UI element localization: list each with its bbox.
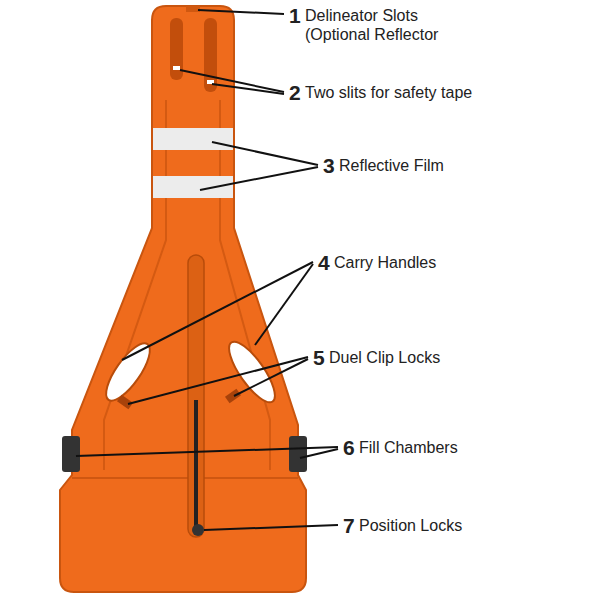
part-label: Fill Chambers	[359, 438, 458, 457]
callout-number: 4	[318, 250, 330, 275]
part-label: Position Locks	[359, 516, 462, 535]
callout-number: 7	[343, 513, 355, 538]
clip-lock	[225, 389, 241, 404]
callout-number: 3	[323, 153, 335, 178]
part-label: Duel Clip Locks	[329, 348, 440, 367]
callout-number: 1	[289, 3, 301, 28]
leader-lines	[76, 10, 338, 530]
callout-number: 5	[313, 345, 325, 370]
part-label: Two slits for safety tape	[305, 83, 472, 102]
reflective-film	[153, 176, 233, 198]
top-notch	[186, 6, 200, 12]
center-channel	[188, 255, 204, 537]
inner-panel	[104, 100, 270, 470]
part-label: Delineator Slots (Optional Reflector	[305, 6, 470, 44]
reflective-film	[153, 128, 233, 150]
tape-slit	[173, 66, 180, 70]
delineator-slot	[204, 18, 217, 92]
position-lock	[194, 400, 198, 528]
clip-lock	[117, 395, 133, 410]
callout-number: 6	[343, 435, 355, 460]
base-line	[72, 477, 298, 479]
barrier-body	[60, 6, 306, 592]
fill-chamber-cap	[289, 436, 307, 472]
position-lock-knob	[192, 524, 204, 536]
part-label: Carry Handles	[334, 253, 436, 272]
callout-number: 2	[289, 80, 301, 105]
fill-chamber-cap	[62, 436, 80, 472]
part-label: Reflective Film	[339, 156, 444, 175]
carry-handle	[99, 337, 158, 406]
